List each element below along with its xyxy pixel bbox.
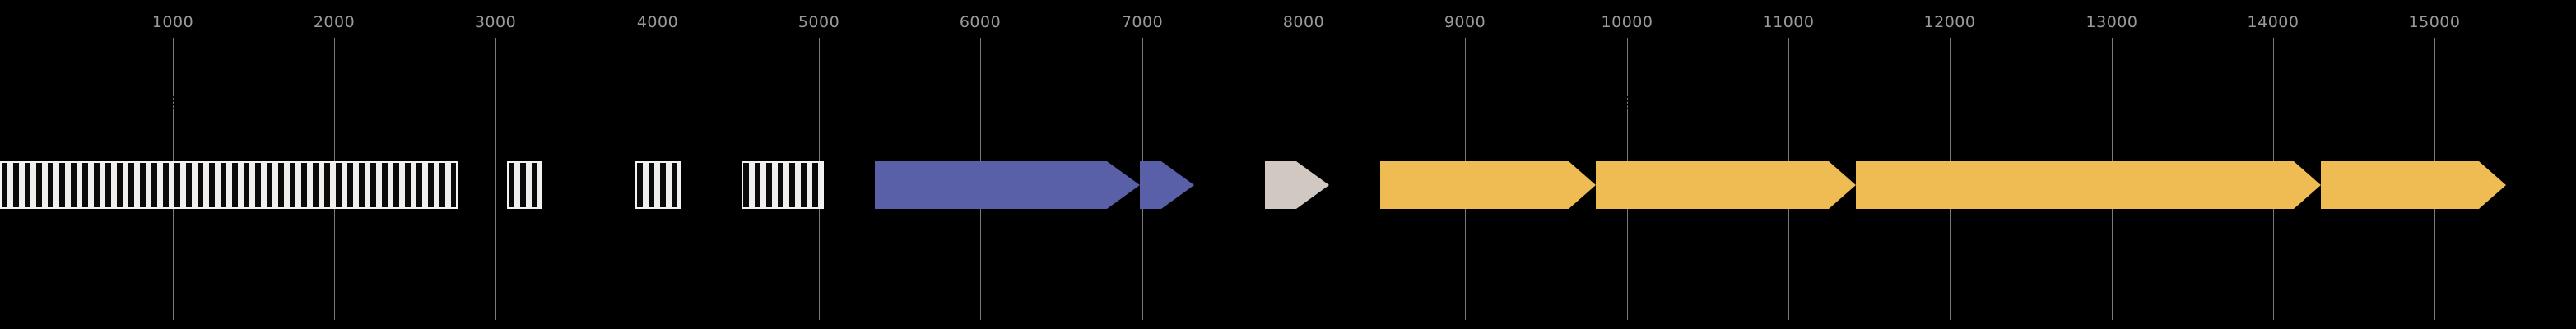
axis-tick-label: 13000 bbox=[2085, 13, 2138, 31]
hatched-block-3-shape bbox=[635, 161, 681, 209]
blue-arrow-small[interactable] bbox=[1140, 161, 1194, 209]
yellow-arrow-4[interactable] bbox=[2321, 161, 2506, 209]
axis-tick-line bbox=[495, 38, 496, 320]
blue-arrow-small-shape bbox=[1140, 161, 1194, 209]
axis-tick-line-dashed bbox=[173, 94, 174, 112]
blue-arrow-large-shape bbox=[875, 161, 1140, 209]
hatched-block-4-shape bbox=[742, 161, 824, 209]
axis-tick-label: 7000 bbox=[1121, 13, 1164, 31]
axis-tick-label: 10000 bbox=[1601, 13, 1653, 31]
beige-arrow[interactable] bbox=[1265, 161, 1329, 209]
axis-tick-label: 4000 bbox=[636, 13, 679, 31]
axis-tick-label: 8000 bbox=[1282, 13, 1325, 31]
axis-tick-line bbox=[173, 112, 174, 320]
yellow-arrow-3[interactable] bbox=[1856, 161, 2321, 209]
axis-tick-label: 2000 bbox=[313, 13, 356, 31]
hatched-block-1[interactable] bbox=[0, 161, 458, 209]
axis-tick-line-dashed bbox=[1627, 94, 1628, 112]
axis-tick-line bbox=[1627, 38, 1628, 94]
yellow-arrow-1[interactable] bbox=[1380, 161, 1596, 209]
hatched-block-4[interactable] bbox=[742, 161, 824, 209]
axis-tick-label: 3000 bbox=[474, 13, 517, 31]
feature-row bbox=[0, 161, 2576, 209]
yellow-arrow-3-shape bbox=[1856, 161, 2321, 209]
axis-tick-label: 6000 bbox=[959, 13, 1002, 31]
beige-arrow-shape bbox=[1265, 161, 1329, 209]
blue-arrow-large[interactable] bbox=[875, 161, 1140, 209]
hatched-block-2-shape bbox=[507, 161, 542, 209]
axis-tick-label: 12000 bbox=[1923, 13, 1976, 31]
yellow-arrow-2[interactable] bbox=[1596, 161, 1856, 209]
yellow-arrow-4-shape bbox=[2321, 161, 2506, 209]
axis-tick-line bbox=[173, 38, 174, 94]
axis-tick-label: 5000 bbox=[797, 13, 840, 31]
axis-tick-label: 14000 bbox=[2247, 13, 2299, 31]
yellow-arrow-1-shape bbox=[1380, 161, 1596, 209]
hatched-block-2[interactable] bbox=[507, 161, 542, 209]
axis-tick-label: 11000 bbox=[1762, 13, 1815, 31]
axis-tick-label: 1000 bbox=[151, 13, 194, 31]
axis-tick-line bbox=[1627, 112, 1628, 320]
axis-tick-label: 15000 bbox=[2408, 13, 2461, 31]
hatched-block-1-shape bbox=[0, 161, 458, 209]
hatched-block-3[interactable] bbox=[635, 161, 681, 209]
axis-tick-label: 9000 bbox=[1444, 13, 1486, 31]
yellow-arrow-2-shape bbox=[1596, 161, 1856, 209]
